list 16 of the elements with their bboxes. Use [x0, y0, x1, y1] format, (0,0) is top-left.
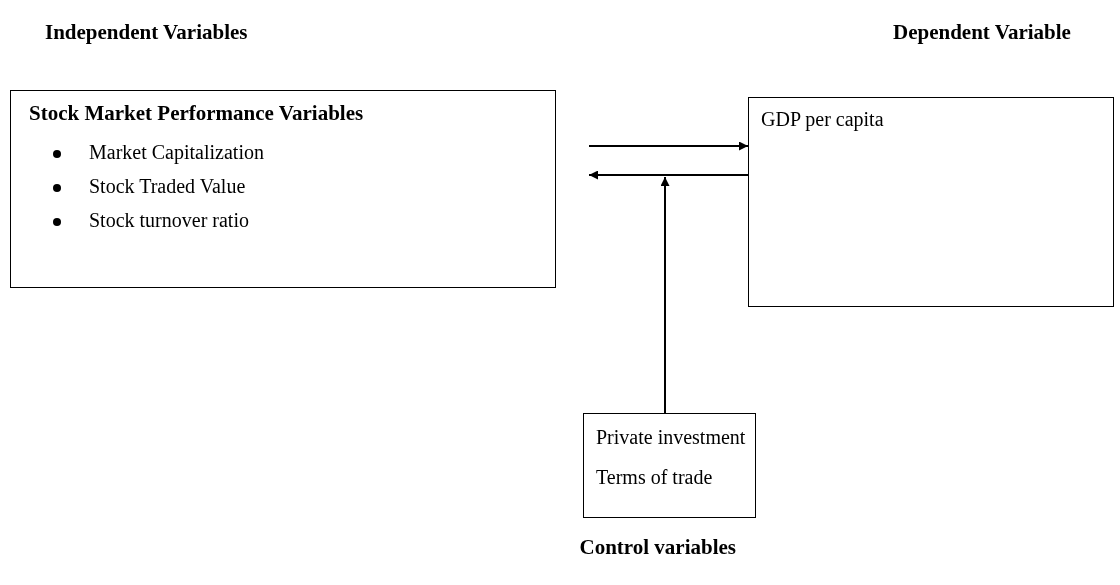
list-item: Market Capitalization: [49, 141, 264, 164]
arrow: [588, 170, 749, 180]
list-item: Stock turnover ratio: [49, 209, 249, 232]
variable-box: [583, 413, 756, 518]
variable-box: [748, 97, 1114, 307]
arrow: [660, 176, 670, 414]
list-item: Private investment: [596, 426, 746, 449]
list-item: Terms of trade: [596, 466, 713, 489]
section-heading: Dependent Variable: [893, 20, 1071, 45]
list-item: Stock Traded Value: [49, 175, 246, 198]
arrow: [588, 141, 749, 151]
box-text: GDP per capita: [761, 108, 884, 131]
section-heading: Control variables: [579, 535, 737, 560]
variable-box: [10, 90, 556, 288]
box-heading: Stock Market Performance Variables: [29, 101, 364, 126]
section-heading: Independent Variables: [45, 20, 248, 45]
